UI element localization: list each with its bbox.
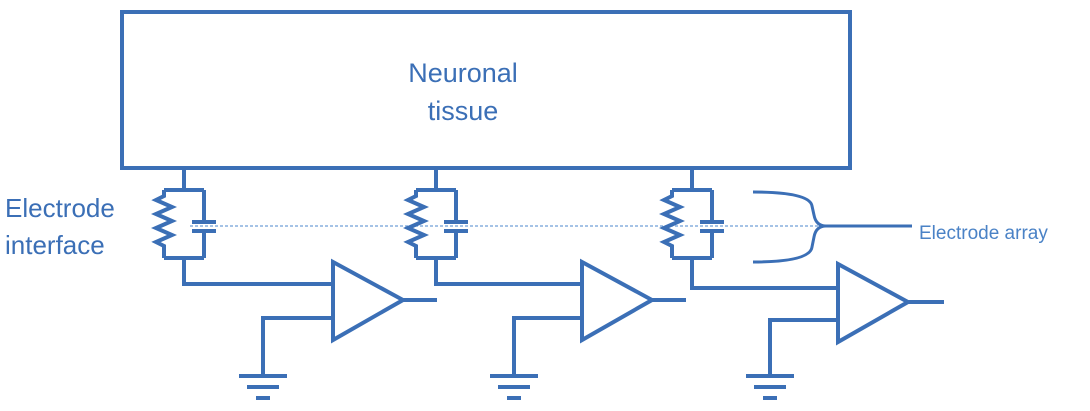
electrode-array-brace <box>752 190 827 264</box>
tissue-label-line2: tissue <box>428 96 499 126</box>
channel-2-electrode-circuit <box>403 168 582 286</box>
channel-1 <box>151 168 437 400</box>
channel-3-ground-wire <box>768 318 838 376</box>
channel-3-electrode-circuit <box>659 168 838 290</box>
electrode-interface-label-line1: Electrode <box>5 193 115 223</box>
tissue-label-line1: Neuronal <box>408 58 518 88</box>
channel-2-ground-wire <box>512 316 582 376</box>
tissue-rectangle <box>120 10 852 170</box>
channel-3-amplifier <box>836 260 913 346</box>
electrode-interface-label-line2: interface <box>5 230 105 260</box>
channel-2 <box>403 168 686 400</box>
neuronal-tissue-block: Neuronal tissue <box>120 10 852 170</box>
channel-2-amplifier <box>580 258 657 344</box>
channel-3 <box>659 168 944 400</box>
channel-3-ground-icon <box>746 374 794 400</box>
channel-2-ground-icon <box>490 374 538 400</box>
channel-1-amplifier <box>331 258 408 344</box>
channel-1-electrode-circuit <box>151 168 333 286</box>
electrode-array-label: Electrode array <box>919 223 1048 244</box>
channel-1-ground-wire <box>261 316 333 376</box>
channel-1-ground-icon <box>239 374 287 400</box>
